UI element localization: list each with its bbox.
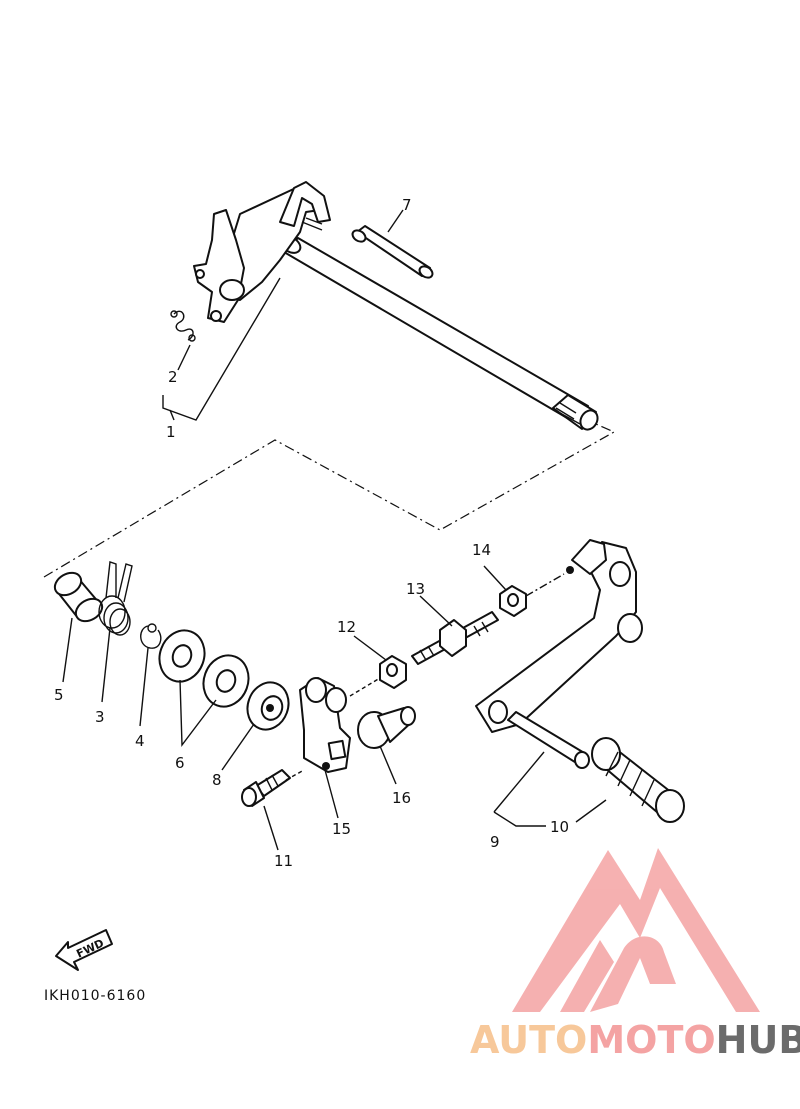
callout-16: 16 <box>392 789 411 807</box>
assembly-outline <box>43 407 616 578</box>
callout-11: 11 <box>274 852 293 870</box>
automotohub-logo-icon <box>512 848 760 1012</box>
wordmark-auto: AUTO <box>470 1018 587 1062</box>
nut-14 <box>499 585 527 617</box>
washers <box>158 629 250 708</box>
bolt <box>241 769 291 807</box>
return-spring <box>170 310 196 342</box>
callout-10: 10 <box>550 818 569 836</box>
shift-shaft <box>193 181 599 431</box>
callout-8: 8 <box>212 771 222 789</box>
wordmark-hub: HUB <box>716 1018 800 1062</box>
circlip <box>140 623 162 649</box>
callout-9: 9 <box>490 833 500 851</box>
leader-lines <box>62 209 607 851</box>
diagram-code: IKH010-6160 <box>44 988 146 1004</box>
callout-2: 2 <box>168 368 178 386</box>
callout-3: 3 <box>95 708 105 726</box>
callout-4: 4 <box>135 732 145 750</box>
shaft-pin <box>351 225 434 279</box>
wordmark-moto: MOTO <box>587 1018 715 1062</box>
rod-joint <box>299 677 351 773</box>
callout-1: 1 <box>166 423 176 441</box>
callout-13: 13 <box>406 580 425 598</box>
svg-text:AUTOMOTOHUB: AUTOMOTOHUB <box>470 1018 800 1062</box>
callout-5: 5 <box>54 686 64 704</box>
fwd-arrow-icon: FWD <box>55 929 113 971</box>
callouts: 7 2 1 14 13 12 5 3 4 6 8 16 15 11 10 9 <box>54 196 569 870</box>
callout-7: 7 <box>402 196 412 214</box>
nut-12 <box>379 655 407 689</box>
callout-14: 14 <box>472 541 491 559</box>
shift-rod <box>411 611 499 665</box>
cap-nut <box>357 706 416 749</box>
callout-12: 12 <box>337 618 356 636</box>
pedal-rubber <box>591 737 685 823</box>
torsion-spring <box>98 561 133 636</box>
shift-pedal <box>475 539 643 769</box>
collar <box>53 571 104 623</box>
automotohub-wordmark: AUTOMOTOHUB <box>470 1018 800 1062</box>
callout-15: 15 <box>332 820 351 838</box>
callout-6: 6 <box>175 754 185 772</box>
bearing <box>246 681 290 731</box>
